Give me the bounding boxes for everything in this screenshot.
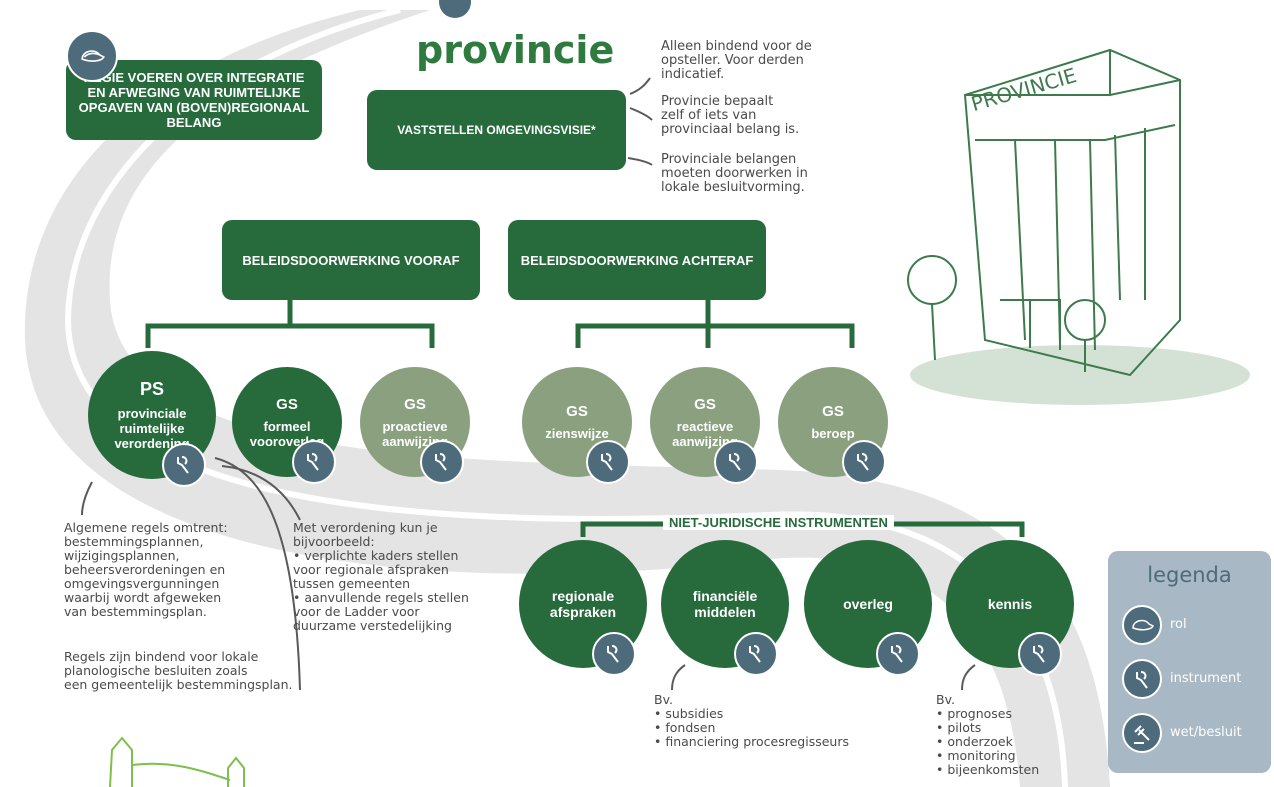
cap-icon	[66, 30, 118, 82]
nonlegal-label: overleg	[843, 596, 893, 612]
gavel-icon	[1122, 713, 1162, 753]
wrench-icon	[586, 440, 630, 484]
nonlegal-label: financiële middelen	[692, 588, 758, 620]
instrument-code: GS	[566, 403, 588, 420]
instrument-code: GS	[404, 395, 426, 413]
instrument-beroep: GS beroep	[778, 367, 888, 477]
wrench-icon	[1018, 632, 1062, 676]
vision-box-text: VASTSTELLEN OMGEVINGSVISIE*	[397, 122, 596, 137]
instrument-ps-verordening: PS provinciale ruimtelijke verordening	[88, 351, 216, 479]
branch-achteraf: BELEIDSDOORWERKING ACHTERAF	[508, 220, 766, 300]
role-box: REGIE VOEREN OVER INTEGRATIE EN AFWEGING…	[66, 60, 322, 140]
wrench-icon	[420, 440, 464, 484]
instrument-zienswijze: GS zienswijze	[522, 367, 632, 477]
legend-title: legenda	[1147, 563, 1232, 587]
instrument-label: beroep	[811, 426, 855, 441]
wrench-icon	[1122, 659, 1162, 699]
wrench-icon	[714, 440, 758, 484]
instrument-label: zienswijze	[545, 426, 609, 441]
general-rules-note: Algemene regels omtrent: bestemmingsplan…	[64, 520, 228, 619]
role-box-text: REGIE VOEREN OVER INTEGRATIE EN AFWEGING…	[78, 70, 310, 130]
vision-note-2: Provincie bepaalt zelf of iets van provi…	[661, 94, 800, 137]
branch-achteraf-text: BELEIDSDOORWERKING ACHTERAF	[520, 252, 754, 268]
instrument-code: PS	[139, 379, 164, 399]
building-illustration	[907, 48, 1250, 405]
legend-label-instrument: instrument	[1170, 671, 1242, 686]
village-illustration	[109, 736, 245, 787]
financial-examples-note: Bv. • subsidies • fondsen • financiering…	[654, 692, 849, 749]
instrument-label: provinciale ruimtelijke verordening	[114, 406, 190, 451]
wrench-icon	[842, 440, 886, 484]
vision-box: VASTSTELLEN OMGEVINGSVISIE*	[367, 90, 626, 170]
regulation-examples-note: Met verordening kun je bijvoorbeeld: • v…	[293, 520, 469, 633]
instrument-code: GS	[822, 403, 844, 420]
wrench-icon	[592, 632, 636, 676]
leader-lines	[81, 77, 976, 691]
legend-label-wet-besluit: wet/besluit	[1170, 725, 1242, 740]
legend-label-rol: rol	[1170, 617, 1187, 632]
instrument-code: GS	[694, 395, 716, 413]
nonlegal-label: regionale afspraken	[549, 588, 617, 620]
non-legal-heading: NIET-JURIDISCHE INSTRUMENTEN	[663, 515, 894, 530]
binding-note: Regels zijn bindend voor lokale planolog…	[64, 649, 293, 692]
wrench-icon	[876, 632, 920, 676]
page-title: provincie	[416, 28, 615, 72]
cap-icon	[1122, 605, 1162, 645]
wrench-icon	[292, 440, 336, 484]
knowledge-examples-note: Bv. • prognoses • pilots • onderzoek • m…	[936, 692, 1040, 777]
instrument-label: reactieve aanwijzing	[672, 418, 738, 449]
vision-note-1: Alleen bindend voor de opsteller. Voor d…	[661, 39, 812, 82]
wrench-icon	[734, 632, 778, 676]
top-marker	[439, 0, 471, 18]
branch-vooraf-text: BELEIDSDOORWERKING VOORAF	[242, 252, 460, 268]
nonlegal-label: kennis	[987, 596, 1033, 612]
instrument-code: GS	[276, 395, 298, 413]
legend-panel: legenda rol instrument wet/besluit	[1108, 551, 1271, 773]
wrench-icon	[162, 443, 206, 487]
branch-vooraf: BELEIDSDOORWERKING VOORAF	[222, 220, 480, 300]
vision-note-3: Provinciale belangen moeten doorwerken i…	[661, 152, 808, 195]
